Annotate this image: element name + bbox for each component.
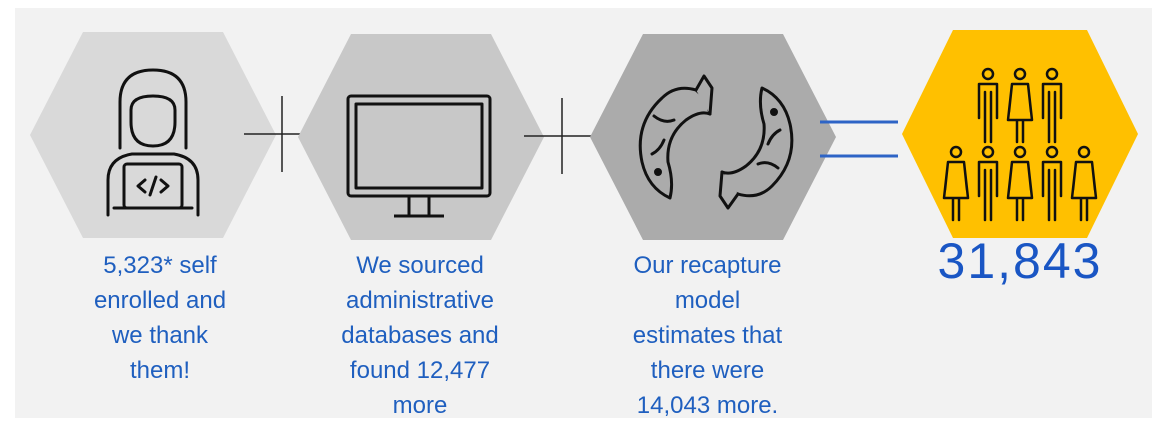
step-3-hexagon [588, 32, 838, 242]
step-2-hexagon [296, 32, 546, 242]
person-icon [977, 145, 999, 222]
people-group-icon [942, 67, 1098, 222]
result-hexagon [900, 28, 1140, 240]
person-icon [1041, 67, 1063, 144]
equals-operator [820, 116, 898, 167]
person-icon [1041, 145, 1063, 222]
step-1-caption: 5,323* self enrolled and we thank them! [93, 252, 227, 384]
person-icon [942, 145, 970, 222]
step-2-caption: We sourced administrative databases and … [341, 252, 499, 419]
person-icon [1006, 67, 1034, 144]
person-icon [977, 67, 999, 144]
person-icon [1070, 145, 1098, 222]
plus-operator-2 [524, 98, 600, 179]
two-fish-recapture-icon [638, 74, 794, 210]
step-3-caption: Our recapture model estimates that there… [632, 252, 783, 419]
total-count: 31,843 [937, 233, 1103, 289]
developer-laptop-icon [106, 68, 200, 217]
step-1-hexagon [28, 30, 278, 240]
person-icon [1006, 145, 1034, 222]
computer-monitor-icon [346, 94, 492, 218]
